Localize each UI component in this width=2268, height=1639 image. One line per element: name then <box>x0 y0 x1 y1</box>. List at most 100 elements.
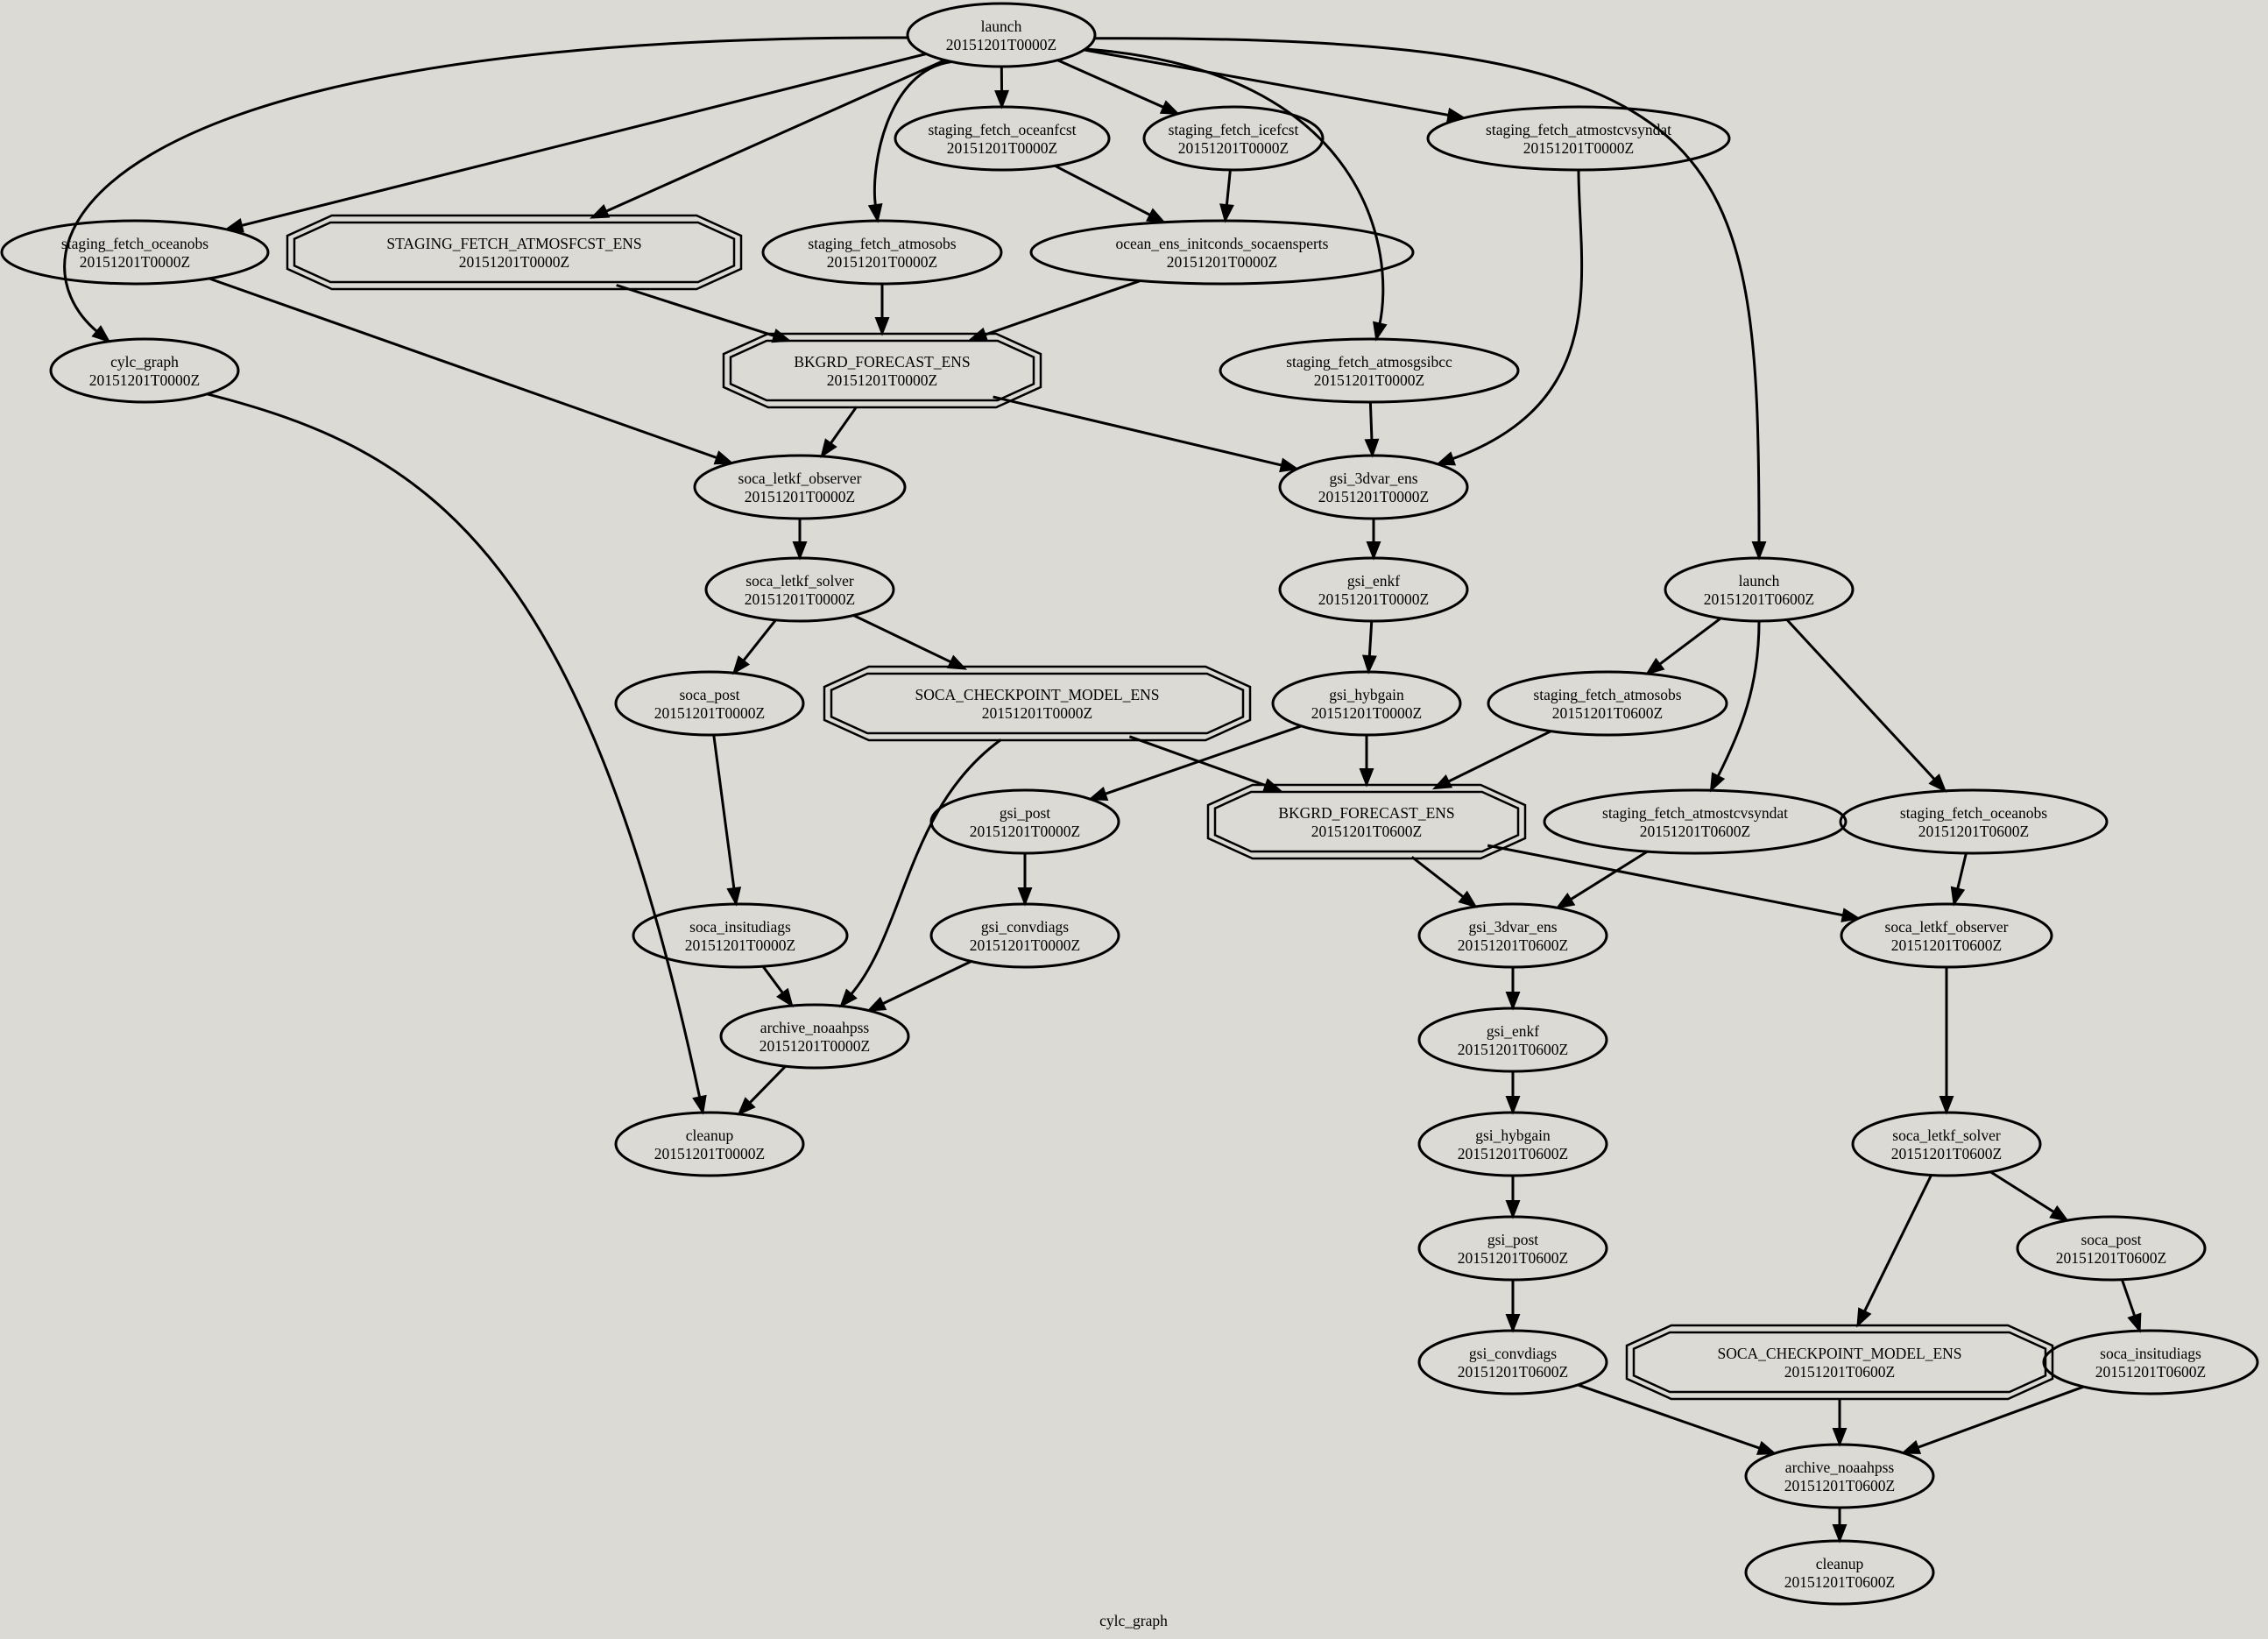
task-node-sfatmostcvsyndat_06[interactable]: staging_fetch_atmostcvsyndat20151201T060… <box>1543 788 1848 855</box>
edge-line <box>747 1065 787 1106</box>
task-ellipse <box>1278 556 1469 623</box>
task-node-oceaninit_00[interactable]: ocean_ens_initconds_socaensperts20151201… <box>1029 219 1415 286</box>
task-node-sfatmostcvsyndat_00[interactable]: staging_fetch_atmostcvsyndat20151201T000… <box>1426 105 1731 172</box>
node-cycle-point: 20151201T0000Z <box>459 253 569 271</box>
edge-socackpt_06-to-archive_06 <box>1832 1399 1848 1447</box>
arrowhead-icon <box>1364 438 1380 458</box>
task-ellipse <box>1487 670 1728 737</box>
node-cycle-point: 20151201T0000Z <box>947 139 1057 157</box>
edge-line <box>1715 620 1761 779</box>
edge-line <box>1955 852 1968 891</box>
node-cycle-point: 20151201T0600Z <box>1458 1145 1568 1162</box>
family-node-sfatmosfcstens_00[interactable]: STAGING_FETCH_ATMOSFCST_ENS20151201T0000… <box>286 214 743 291</box>
task-ellipse <box>1840 902 2053 969</box>
node-task-name: gsi_post <box>1000 804 1050 822</box>
edge-line <box>239 53 927 228</box>
node-task-name: soca_letkf_solver <box>1892 1127 2001 1144</box>
edge-line <box>1657 617 1722 667</box>
node-cycle-point: 20151201T0600Z <box>1552 704 1663 722</box>
edge-sfatmosfcstens_00-to-bkgrd_00 <box>616 284 792 343</box>
edge-line <box>1054 164 1153 217</box>
arrowhead-icon <box>1431 774 1453 790</box>
task-ellipse <box>49 337 240 404</box>
task-ellipse <box>0 219 270 286</box>
node-task-name: staging_fetch_atmosgsibcc <box>1286 353 1452 371</box>
node-task-name: BKGRD_FORECAST_ENS <box>794 353 970 371</box>
task-ellipse <box>1744 1443 1935 1509</box>
node-task-name: SOCA_CHECKPOINT_MODEL_ENS <box>915 686 1159 703</box>
family-outer-border <box>722 332 1042 409</box>
family-inner-border <box>729 339 1035 402</box>
task-ellipse <box>1142 105 1325 172</box>
task-ellipse <box>906 2 1097 68</box>
node-task-name: cleanup <box>1816 1555 1864 1572</box>
arrowhead-icon <box>1505 1200 1521 1219</box>
edge-line <box>1367 620 1374 659</box>
node-cycle-point: 20151201T0600Z <box>2095 1363 2206 1381</box>
task-ellipse <box>761 219 1003 286</box>
edge-line <box>1450 169 1584 461</box>
node-task-name: soca_insitudiags <box>2100 1345 2201 1362</box>
node-cycle-point: 20151201T0000Z <box>1311 704 1422 722</box>
edge-line <box>1056 59 1166 110</box>
node-cycle-point: 20151201T0000Z <box>827 253 937 271</box>
edge-socackpt_00-to-bkgrd_06 <box>1128 735 1283 793</box>
edge-sfatmosobs_00-to-bkgrd_00 <box>874 284 890 336</box>
edge-gsienkf_00-to-gsihybgain_00 <box>1361 620 1377 675</box>
node-cycle-point: 20151201T0000Z <box>982 704 1092 722</box>
node-cycle-point: 20151201T0000Z <box>745 488 855 505</box>
graph-caption: cylc_graph <box>1099 1612 1168 1629</box>
task-ellipse <box>1417 1111 1608 1177</box>
task-ellipse <box>2042 1329 2259 1395</box>
node-cycle-point: 20151201T0000Z <box>970 823 1080 840</box>
node-task-name: gsi_3dvar_ens <box>1468 918 1557 936</box>
edge-line <box>207 392 702 1099</box>
edge-gsiconvdiags_06-to-archive_06 <box>1577 1383 1777 1455</box>
edge-oceaninit_00-to-bkgrd_00 <box>967 279 1141 342</box>
node-cycle-point: 20151201T0600Z <box>1458 1249 1568 1267</box>
arrowhead-icon <box>1359 768 1374 788</box>
edge-line <box>616 284 777 338</box>
arrowhead-icon <box>713 450 734 465</box>
arrowhead-icon <box>1505 1096 1521 1115</box>
edge-launch_00-to-cylcgraph_00 <box>63 36 908 343</box>
node-cycle-point: 20151201T0600Z <box>2056 1249 2166 1267</box>
